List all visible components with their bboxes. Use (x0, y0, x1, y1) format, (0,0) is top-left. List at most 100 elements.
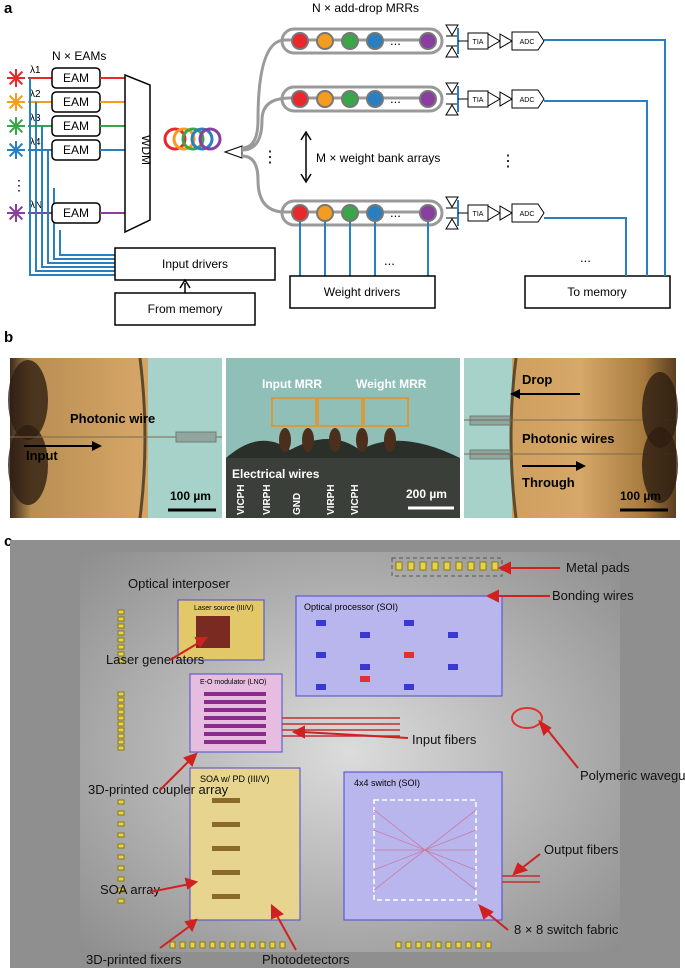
mrr-ring (341, 204, 359, 222)
input-label: Input (26, 448, 58, 463)
panel-label-a: a (4, 0, 13, 17)
scale-right-label: 100 µm (620, 489, 661, 503)
ellipsis-weight: ... (384, 253, 395, 268)
laser-star-icon (7, 69, 25, 87)
source-vdots: ⋮ (12, 177, 26, 193)
wavelength-label: λ2 (30, 89, 41, 100)
metal-pad (467, 561, 475, 571)
switch-fabric-label: 8 × 8 switch fabric (514, 922, 619, 937)
soa-array-label: SOA array (100, 882, 160, 897)
photonic-wires-label: Photonic wires (522, 431, 614, 446)
vdots-left: ⋮ (262, 149, 278, 166)
mrr-ring (419, 32, 437, 50)
laser-star-icon (7, 117, 25, 135)
mrr-ring (366, 204, 384, 222)
metal-pad (431, 561, 439, 571)
mrr-ring (341, 90, 359, 108)
input-drivers-box (114, 247, 276, 281)
tia-label: TIA (473, 39, 484, 46)
wdm-block (124, 73, 151, 234)
eam-label: EAM (63, 95, 89, 109)
scale-left-label: 100 µm (170, 489, 211, 503)
pad-label: VICPH (350, 484, 361, 515)
laser-star-icon (7, 204, 25, 222)
photonic-wire-label: Photonic wire (70, 411, 155, 426)
wavelength-label: λ1 (30, 65, 41, 76)
ring-ellipsis: ... (390, 205, 401, 220)
output-fibers-label: Output fibers (544, 842, 619, 857)
weight-bank-row: ... TIA ADC (280, 24, 545, 58)
weight-drivers-box (289, 275, 436, 309)
adc-memory-wires (544, 39, 666, 276)
from-memory-label: From memory (148, 302, 223, 316)
n-add-drop-label: N × add-drop MRRs (312, 1, 419, 15)
photodetectors-label: Photodetectors (262, 952, 350, 967)
to-memory-box (524, 275, 671, 309)
polymeric-waveguide-highlight (511, 707, 543, 729)
from-memory-box (114, 292, 256, 326)
weight-drivers-label: Weight drivers (324, 285, 400, 299)
fiber-coil-icon (163, 127, 222, 151)
scale-mid-label: 200 µm (406, 487, 447, 501)
adc-label: ADC (520, 39, 535, 46)
input-fibers-label: Input fibers (412, 732, 477, 747)
input-drivers-label: Input drivers (162, 257, 228, 271)
laser-star-icon (7, 93, 25, 111)
optical-processor-label: Optical processor (SOI) (304, 602, 398, 612)
soa-pd-label: SOA w/ PD (III/V) (200, 774, 270, 784)
metal-pad (419, 561, 427, 571)
to-memory-label: To memory (567, 285, 626, 299)
eo-modulator-label: E-O modulator (LNO) (200, 679, 267, 686)
wdm-label: WDM (139, 135, 153, 165)
input-mrr-label: Input MRR (262, 377, 322, 391)
metal-pad (395, 561, 403, 571)
eam-label: EAM (63, 206, 89, 220)
metal-pad (455, 561, 463, 571)
laser-source-label: Laser source (III/V) (194, 605, 254, 612)
mrr-ring (419, 90, 437, 108)
mrr-ring (316, 204, 334, 222)
mrr-ring (341, 32, 359, 50)
eo-modulator-chip (189, 673, 283, 753)
coupler-array-label: 3D-printed coupler array (88, 782, 229, 797)
vdots-right: ⋮ (500, 153, 516, 170)
weight-driver-wires (299, 222, 429, 276)
n-eams-label: N × EAMs (52, 49, 106, 63)
mrr-ring (419, 204, 437, 222)
metal-pad (479, 561, 487, 571)
polymeric-waveguides-label: Polymeric waveguides (580, 768, 685, 783)
through-label: Through (522, 475, 575, 490)
mrr-ring (291, 32, 309, 50)
mrr-ring (366, 32, 384, 50)
weight-mrr-label: Weight MRR (356, 377, 427, 391)
mrr-ring (366, 90, 384, 108)
pad-label: VIRPH (262, 484, 273, 515)
laser-star-icon (7, 141, 25, 159)
metal-pad (407, 561, 415, 571)
bonding-wires-label: Bonding wires (552, 588, 634, 603)
eam-label: EAM (63, 143, 89, 157)
metal-pad (443, 561, 451, 571)
mrr-ring (316, 32, 334, 50)
pad-label: VIRPH (326, 484, 337, 515)
optical-processor-chip (295, 595, 503, 697)
pad-label: GND (292, 493, 303, 515)
adc-label: ADC (520, 97, 535, 104)
ring-ellipsis: ... (390, 33, 401, 48)
soa-pd-chip (189, 767, 301, 921)
switch-chip (343, 771, 503, 921)
ring-ellipsis: ... (390, 91, 401, 106)
ellipsis-adc: ... (580, 250, 591, 265)
metal-pad (491, 561, 499, 571)
optical-interposer-label: Optical interposer (128, 576, 231, 591)
splitter-waveguides (241, 38, 430, 214)
metal-pads-label: Metal pads (566, 560, 630, 575)
weight-bank-arrow (300, 130, 312, 184)
eam-label: EAM (63, 71, 89, 85)
